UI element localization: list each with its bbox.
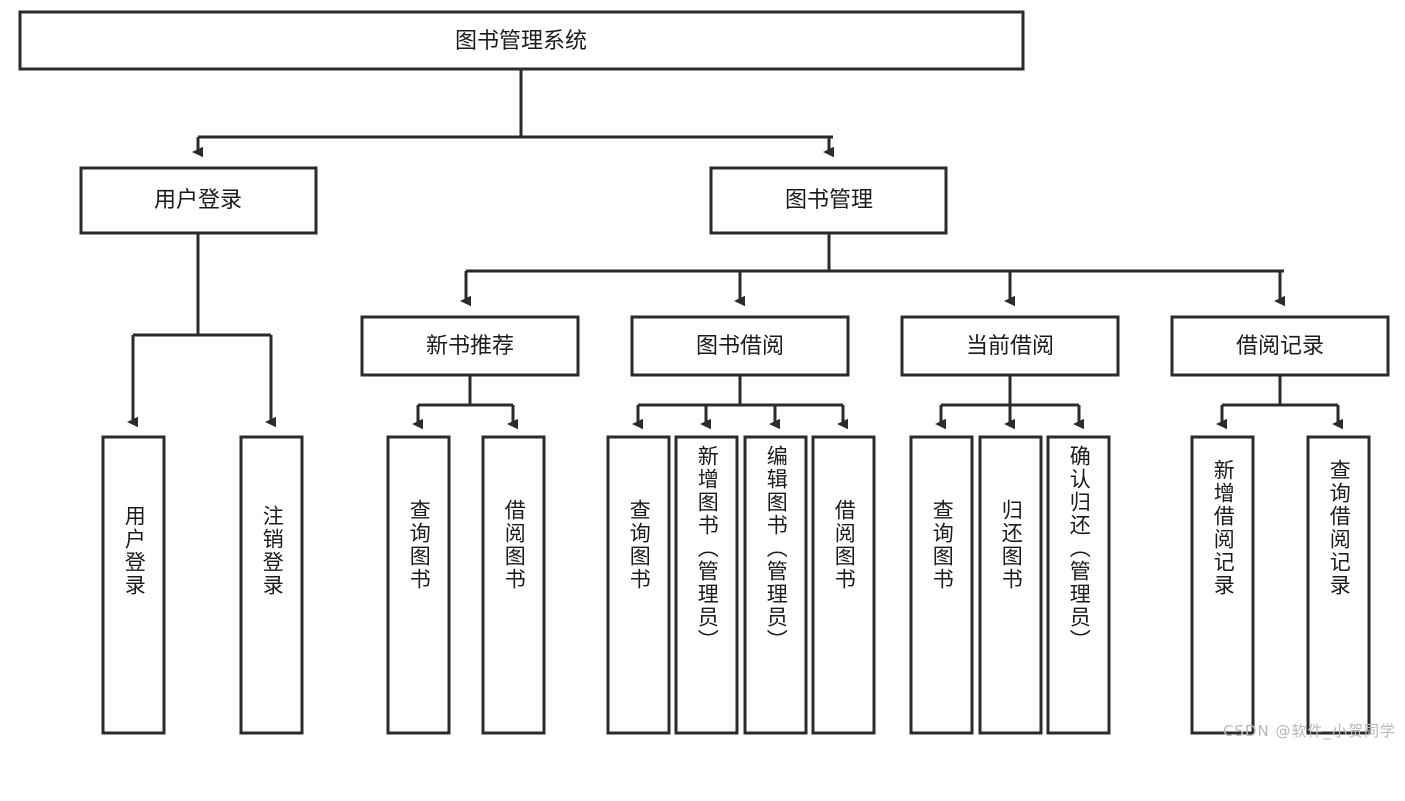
connector-book-manage-to-level3 [460,233,1285,307]
node-user-login-rect [79,166,318,235]
node-borrow-record-rect [1170,315,1390,377]
leaf-rect-user-login[interactable] [101,435,166,735]
diagram-canvas: 图书管理系统 用户登录 图书管理 新书推荐 图书借阅 当前借阅 借阅记录 [18,10,1396,740]
leaf-rect-add-borrow-record[interactable] [1190,435,1255,735]
node-book-borrow-rect [630,315,850,377]
node-borrow-record-label: 借阅记录 [1236,334,1324,359]
leaf-rect-confirm-return-admin[interactable] [1046,435,1111,735]
connector-borrow-record-to-leaves [1216,375,1343,430]
node-book-borrow[interactable]: 图书借阅 [630,315,850,377]
node-new-book-recommend[interactable]: 新书推荐 [360,315,580,377]
leaf-borrow-record-group [1190,435,1371,735]
node-root-rect [18,10,1025,71]
leaf-rect-add-book-admin[interactable] [674,435,739,735]
leaf-current-borrow-group [909,435,1111,735]
leaf-rect-return-book[interactable] [978,435,1043,735]
node-current-borrow-label: 当前借阅 [966,334,1054,359]
node-book-borrow-label: 图书借阅 [696,334,784,359]
connector-new-book-to-leaves [412,375,518,430]
connector-user-login-to-leaves [127,233,276,428]
connector-current-borrow-to-leaves [935,375,1084,430]
connector-book-borrow-to-leaves [632,375,848,430]
leaf-rect-edit-book-admin[interactable] [743,435,808,735]
node-book-management-rect [709,166,948,235]
node-current-borrow-rect [900,315,1120,377]
node-borrow-record[interactable]: 借阅记录 [1170,315,1390,377]
leaf-rect-query-book-2[interactable] [606,435,671,735]
leaf-book-borrow-group [606,435,876,735]
leaf-new-book-recommend-group [386,435,546,735]
node-current-borrow[interactable]: 当前借阅 [900,315,1120,377]
watermark-text: CSDN @软件_小贺同学 [1222,722,1396,740]
leaf-rect-query-book-1[interactable] [386,435,451,735]
hierarchy-tree-svg: 图书管理系统 用户登录 图书管理 新书推荐 图书借阅 当前借阅 借阅记录 [18,10,1390,735]
node-new-book-recommend-rect [360,315,580,377]
node-root-book-management-system[interactable]: 图书管理系统 [18,10,1025,71]
node-book-management[interactable]: 图书管理 [709,166,948,235]
node-root-label: 图书管理系统 [455,29,587,54]
leaf-rect-logout-login[interactable] [239,435,304,735]
leaf-user-login-group [101,435,304,735]
node-new-book-recommend-label: 新书推荐 [426,334,514,359]
leaf-rect-query-borrow-record[interactable] [1306,435,1371,735]
node-user-login-label: 用户登录 [154,188,242,213]
connector-root-to-level2 [192,69,834,158]
leaf-rect-borrow-book-2[interactable] [811,435,876,735]
node-user-login[interactable]: 用户登录 [79,166,318,235]
leaf-rect-borrow-book-1[interactable] [481,435,546,735]
node-book-management-label: 图书管理 [785,188,873,213]
leaf-rect-query-book-3[interactable] [909,435,974,735]
